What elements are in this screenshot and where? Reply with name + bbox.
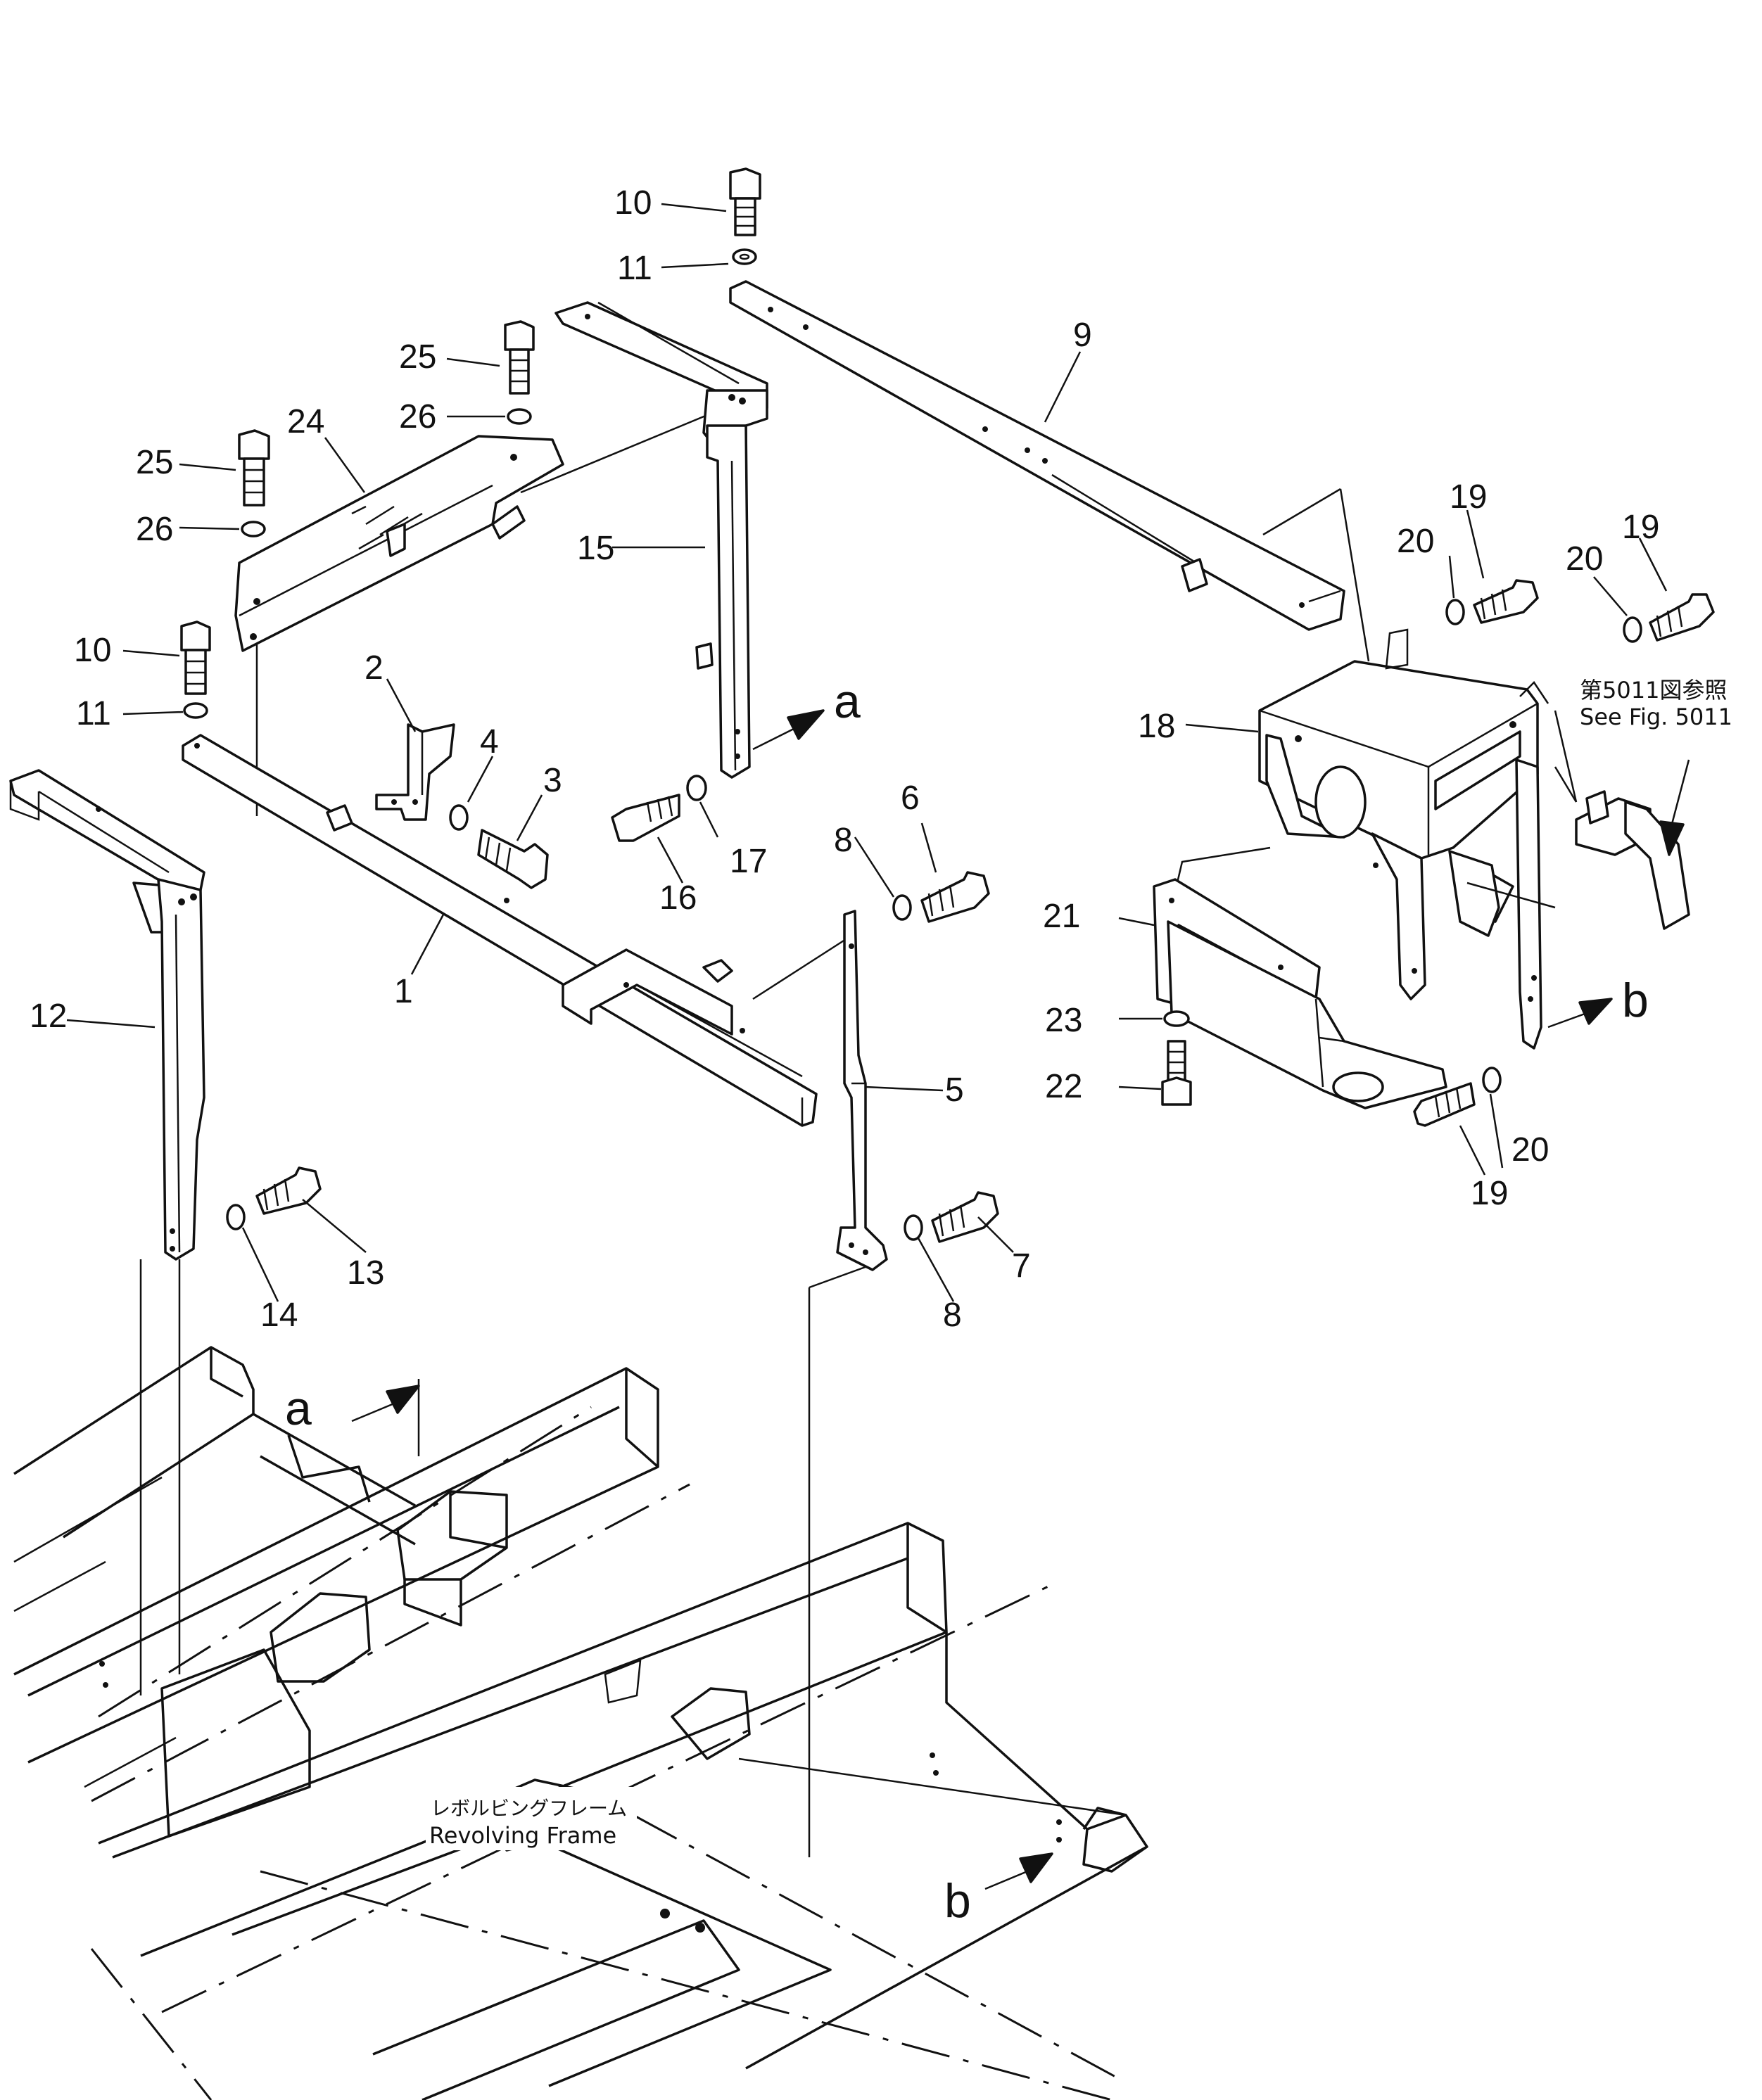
- ref-a-frame: a: [285, 1382, 312, 1435]
- ref-b-right: b: [1622, 974, 1649, 1027]
- reference-letters: a a b b: [285, 675, 1649, 1928]
- callout-7: 7: [1012, 1247, 1031, 1285]
- washer-11-left: [183, 702, 208, 719]
- washer-8-upper: [892, 894, 912, 921]
- callout-25-left: 25: [136, 444, 173, 481]
- washer-8-lower: [904, 1214, 923, 1241]
- callout-20-upper-left: 20: [1397, 523, 1434, 560]
- box-18: [1258, 628, 1556, 1050]
- callout-19-upper-right: 19: [1622, 509, 1659, 546]
- callout-22: 22: [1045, 1068, 1082, 1105]
- washer-26-upper: [507, 408, 532, 425]
- callout-24: 24: [287, 403, 324, 440]
- frame-label-jp: レボルビングフレーム: [431, 1797, 627, 1820]
- bolt-25-left: [238, 429, 270, 507]
- washer-4: [449, 804, 469, 831]
- callout-10-top: 10: [614, 184, 652, 222]
- see-fig-jp: 第5011図参照: [1580, 677, 1727, 704]
- callout-8-lower: 8: [943, 1297, 962, 1334]
- bolt-25-upper: [504, 320, 535, 395]
- callout-13: 13: [347, 1254, 384, 1292]
- washer-26-left: [241, 521, 266, 537]
- washer-23: [1163, 1010, 1190, 1027]
- callout-20-upper-right: 20: [1566, 540, 1603, 578]
- stay-12: [9, 769, 205, 1261]
- callout-6: 6: [901, 779, 920, 817]
- bolt-13: [255, 1166, 322, 1215]
- bolt-19-upper-left: [1473, 579, 1539, 624]
- ref-a-top: a: [834, 675, 861, 728]
- leader-lines: [66, 203, 1668, 1302]
- callout-18: 18: [1138, 708, 1175, 745]
- arrow-a-top: [752, 709, 825, 751]
- arrow-b-right: [1547, 998, 1613, 1029]
- bolt-3: [477, 829, 549, 889]
- bolt-16: [611, 794, 680, 842]
- callout-15: 15: [577, 530, 614, 567]
- stay-5: [836, 910, 888, 1271]
- bolt-6: [920, 871, 990, 923]
- bracket-2: [375, 723, 455, 821]
- callout-11-top: 11: [617, 250, 652, 287]
- arrow-b-frame: [984, 1852, 1053, 1890]
- washer-20-lower: [1482, 1067, 1502, 1093]
- callout-4: 4: [480, 723, 499, 761]
- bolt-19-upper-right: [1649, 593, 1715, 642]
- revolving-frame: [13, 1346, 1148, 2100]
- callout-25-upper: 25: [399, 338, 436, 376]
- callout-16: 16: [659, 879, 697, 917]
- callout-26-upper: 26: [399, 398, 436, 435]
- callout-12: 12: [30, 998, 67, 1035]
- bolt-10-top: [729, 167, 761, 236]
- washer-11-top: [732, 248, 757, 265]
- bolt-10-left: [180, 621, 211, 695]
- frame-label-en: Revolving Frame: [429, 1822, 616, 1849]
- bolt-7: [931, 1191, 999, 1243]
- callout-10-left: 10: [74, 632, 111, 669]
- callout-8-upper: 8: [834, 822, 853, 859]
- bar-1: [182, 734, 818, 1127]
- callout-20-lower: 20: [1511, 1131, 1549, 1169]
- see-fig-en: See Fig. 5011: [1580, 704, 1732, 730]
- cover-24: [234, 435, 564, 652]
- bar-9: [729, 280, 1345, 631]
- arrow-see-fig: [1659, 759, 1690, 856]
- callout-11-left: 11: [76, 695, 111, 732]
- arrow-a-frame: [351, 1385, 420, 1423]
- callout-17: 17: [730, 843, 767, 880]
- callout-26-left: 26: [136, 511, 173, 548]
- callout-3: 3: [543, 762, 562, 799]
- callout-23: 23: [1045, 1002, 1082, 1039]
- bolt-22: [1161, 1040, 1192, 1106]
- bolt-19-lower: [1413, 1082, 1476, 1127]
- callouts: 10 11 9 25 26 24 25 26 15 10 11 2 4 3 16…: [30, 184, 1659, 1334]
- washer-17: [686, 775, 707, 801]
- guide-lines: [139, 414, 1370, 1857]
- callout-21: 21: [1043, 898, 1080, 935]
- callout-14: 14: [260, 1297, 298, 1334]
- callout-19-upper-left: 19: [1450, 478, 1487, 516]
- notes: 第5011図参照 See Fig. 5011 レボルビングフレーム Revolv…: [426, 677, 1732, 1850]
- callout-2: 2: [365, 649, 384, 687]
- stay-15: [554, 301, 768, 779]
- callout-19-lower: 19: [1471, 1175, 1508, 1212]
- ref-b-frame: b: [944, 1874, 971, 1928]
- washer-20-upper-left: [1445, 599, 1465, 625]
- hose-connector: [1554, 710, 1690, 930]
- duct-21: [1153, 878, 1447, 1109]
- callout-1: 1: [394, 973, 413, 1010]
- callout-9: 9: [1073, 317, 1092, 354]
- washer-20-upper-right: [1623, 616, 1642, 643]
- callout-5: 5: [945, 1071, 964, 1109]
- washer-14: [226, 1204, 246, 1230]
